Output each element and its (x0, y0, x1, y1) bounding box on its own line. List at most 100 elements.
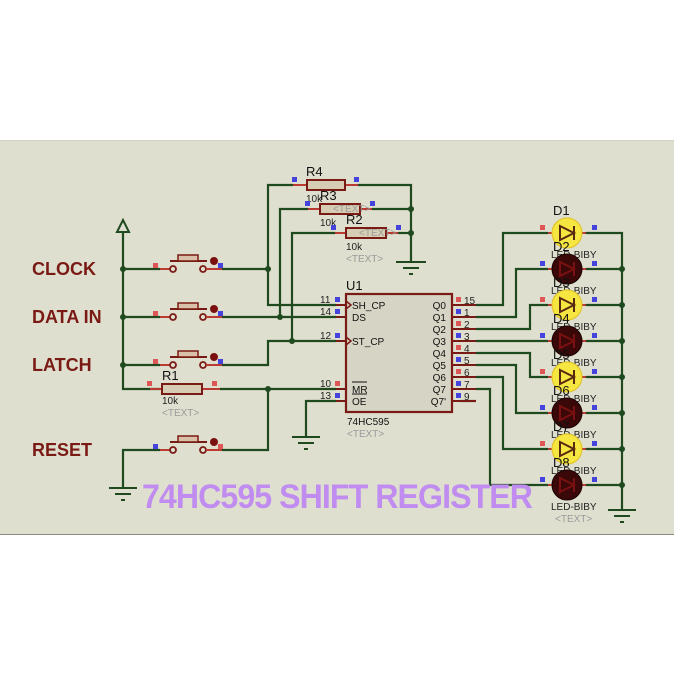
power-terminal-icon (115, 217, 131, 233)
ic-pin-q7[interactable]: Q7 7 (433, 380, 476, 396)
pin-number: 1 (464, 308, 470, 319)
pin-name: Q5 (433, 361, 447, 372)
wires (121, 183, 624, 510)
resistor-value: 10k (162, 396, 179, 407)
pin-number: 2 (464, 320, 470, 331)
pin-number: 10 (320, 379, 332, 390)
resistor-value: 10k (306, 194, 323, 205)
pin-name: Q7 (433, 385, 447, 396)
diode-icon (559, 260, 577, 278)
pin-number: 15 (464, 296, 476, 307)
diode-icon (559, 224, 577, 242)
pin-name: Q7' (431, 397, 446, 408)
pin-name: Q6 (433, 373, 447, 384)
resistor-text: <TEXT> (346, 254, 383, 265)
diode-icon (559, 296, 577, 314)
button-indicator-icon (210, 438, 218, 446)
button-indicator-icon (210, 305, 218, 313)
ic-pin-q6[interactable]: Q6 6 (433, 368, 476, 384)
led-ref: D1 (553, 203, 570, 218)
pin-number: 5 (464, 356, 470, 367)
pin-number: 11 (320, 295, 331, 306)
led-part: LED-BIBY (551, 502, 597, 513)
ic-pin-q2[interactable]: Q2 2 (433, 320, 476, 336)
resistor-ref: R1 (162, 368, 179, 383)
pin-name: Q4 (433, 349, 447, 360)
diode-icon (559, 332, 577, 350)
resistor-text: <TEXT> (359, 228, 396, 239)
led-ref: D6 (553, 383, 570, 398)
button-indicator-icon (210, 257, 218, 265)
pin-name: Q3 (433, 337, 447, 348)
ground-icon (608, 509, 636, 523)
led-ref: D2 (553, 239, 570, 254)
resistor-text: <TEXT> (333, 204, 370, 215)
pin-name: DS (352, 313, 366, 324)
ic-part: 74HC595 (347, 417, 390, 428)
resistor-r3[interactable]: R3 <TEXT> 10k (305, 188, 375, 229)
resistor-r2[interactable]: R2 <TEXT> 10k <TEXT> (331, 212, 401, 265)
resistor-ref: R2 (346, 212, 363, 227)
resistor-text: <TEXT> (162, 408, 199, 419)
led-ref: D8 (553, 455, 570, 470)
ic-ref: U1 (346, 278, 363, 293)
diode-icon (559, 476, 577, 494)
pin-name: Q2 (433, 325, 447, 336)
ic-pin-q4[interactable]: Q4 4 (433, 344, 476, 360)
ic-text: <TEXT> (347, 429, 384, 440)
ic-pin-q3[interactable]: Q3 3 (433, 332, 476, 348)
resistor-value: 10k (320, 218, 337, 229)
ic-pin-q1[interactable]: Q1 1 (433, 308, 476, 324)
pin-number: 3 (464, 332, 470, 343)
ic-pin-q7-prime[interactable]: Q7' 9 (431, 392, 476, 408)
resistor-ref: R3 (320, 188, 337, 203)
input-label-reset: RESET (32, 440, 92, 460)
button-indicator-icon (210, 353, 218, 361)
led-text: <TEXT> (555, 514, 592, 525)
pin-name: MR (352, 385, 368, 396)
diagram-title: 74HC595 SHIFT REGISTER (142, 478, 532, 516)
ic-pin-q5[interactable]: Q5 5 (433, 356, 476, 372)
diode-icon (559, 368, 577, 386)
pin-name: Q0 (433, 301, 447, 312)
junctions (120, 206, 625, 488)
pin-number: 6 (464, 368, 470, 379)
led-ref: D4 (553, 311, 570, 326)
resistor-r4[interactable]: R4 10k (292, 164, 359, 205)
diode-icon (559, 404, 577, 422)
ground-icon (292, 436, 320, 450)
pin-name: Q1 (433, 313, 447, 324)
pin-number: 13 (320, 391, 332, 402)
led-ref: D5 (553, 347, 570, 362)
ground-icon (109, 487, 137, 501)
led-ref: D7 (553, 419, 570, 434)
pin-name: ST_CP (352, 337, 385, 348)
push-button-clock[interactable] (153, 254, 223, 273)
pin-number: 4 (464, 344, 470, 355)
resistor-ref: R4 (306, 164, 323, 179)
resistor-r1[interactable]: R1 10k <TEXT> (147, 368, 220, 419)
pin-number: 9 (464, 392, 470, 403)
resistor-value: 10k (346, 242, 363, 253)
pin-name: SH_CP (352, 301, 386, 312)
push-button-reset[interactable] (153, 435, 223, 454)
push-button-data-in[interactable] (153, 302, 223, 321)
input-label-latch: LATCH (32, 355, 92, 375)
ic-pin-q0[interactable]: Q0 15 (433, 296, 476, 312)
diode-icon (559, 440, 577, 458)
led-ref: D3 (553, 275, 570, 290)
input-label-data-in: DATA IN (32, 307, 102, 327)
pin-number: 12 (320, 331, 332, 342)
ground-icon (396, 261, 426, 275)
push-button-latch[interactable] (153, 350, 223, 369)
input-label-clock: CLOCK (32, 259, 96, 279)
pin-number: 7 (464, 380, 470, 391)
